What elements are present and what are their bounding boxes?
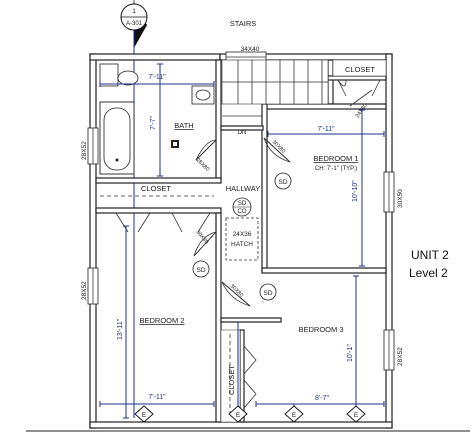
door-d4-label: 30X80: [194, 229, 209, 245]
stairs-direction: DN: [238, 130, 247, 136]
dim-bed2-width: 7'-11": [148, 394, 166, 401]
window-bed2-label: 28X52: [81, 281, 88, 300]
dimension-lines: 7'-11" 7'-7" 7'-11" 10'-10" 13'-11" 7'-1…: [99, 63, 385, 419]
section-marker: 1 A-301: [120, 0, 148, 418]
window-bed3-label: 28X52: [397, 347, 404, 366]
sd-bed1: SD: [278, 179, 287, 186]
dim-bed1-width: 7'-11": [317, 126, 335, 133]
closet-top-label: CLOSET: [345, 65, 375, 74]
bedroom3-label: BEDROOM 3: [298, 325, 343, 334]
stairs: . . .: [221, 59, 329, 105]
elev-marker-3: E: [284, 405, 304, 423]
elevation-markers: E E E E: [26, 405, 470, 432]
section-sheet: A-301: [126, 21, 143, 27]
window-bed1-label: 30X50: [397, 189, 404, 208]
closet-top-doors: [337, 79, 381, 97]
unit-label: UNIT 2: [411, 248, 449, 262]
hallway-label: HALLWAY: [226, 184, 260, 193]
sdco-top: SD: [238, 201, 247, 207]
closet-bottom: CLOSET: [220, 329, 257, 423]
elev-marker-2: E: [228, 405, 248, 423]
dim-bed1-depth: 10'-10": [352, 180, 359, 202]
bedroom2-label: BEDROOM 2: [139, 316, 184, 325]
bath-label: BATH: [174, 121, 193, 130]
sd-bed3: SD: [263, 290, 272, 297]
dim-bed3-width: 8'-7": [315, 395, 329, 402]
dim-bed3-depth: 10'-1": [347, 344, 354, 362]
smoke-detectors: SD SD SD SD CO: [192, 172, 292, 301]
dim-bed2-depth: 13'-11": [117, 318, 124, 340]
sdco-bottom: CO: [238, 209, 247, 215]
hatch-size: 24X36: [233, 231, 252, 238]
svg-text:E: E: [142, 412, 147, 419]
attic-hatch: 24X36 HATCH: [225, 217, 259, 261]
window-bath-label: 28X52: [81, 141, 88, 160]
closet-bottom-label: CLOSET: [227, 365, 236, 395]
svg-text:E: E: [354, 412, 359, 419]
elev-marker-4: E: [346, 405, 366, 423]
section-number: 1: [132, 8, 136, 15]
window-top-label: 34X40: [241, 46, 260, 53]
hatch-label: HATCH: [231, 241, 253, 248]
svg-text:E: E: [236, 412, 241, 419]
bedroom1-ceiling: CH: 7'-1" (TYP.): [315, 166, 357, 172]
bath-fixtures: [99, 63, 215, 175]
closet-hall-label: CLOSET: [141, 184, 171, 193]
level-label: Level 2: [409, 266, 448, 280]
elev-marker-1: E: [134, 405, 154, 423]
closet-hall: CLOSET: [100, 184, 214, 233]
dim-bath-depth: 7'-7": [150, 116, 157, 130]
door-d1-label: 28X80: [195, 157, 210, 172]
stairs-label: STAIRS: [230, 19, 257, 28]
svg-text:E: E: [292, 412, 297, 419]
door-d5-label: 30X80: [229, 283, 244, 298]
dim-bath-width: 7'-11": [148, 74, 166, 81]
sd-bed2: SD: [196, 267, 205, 274]
bedroom1-label: BEDROOM 1: [313, 154, 358, 163]
